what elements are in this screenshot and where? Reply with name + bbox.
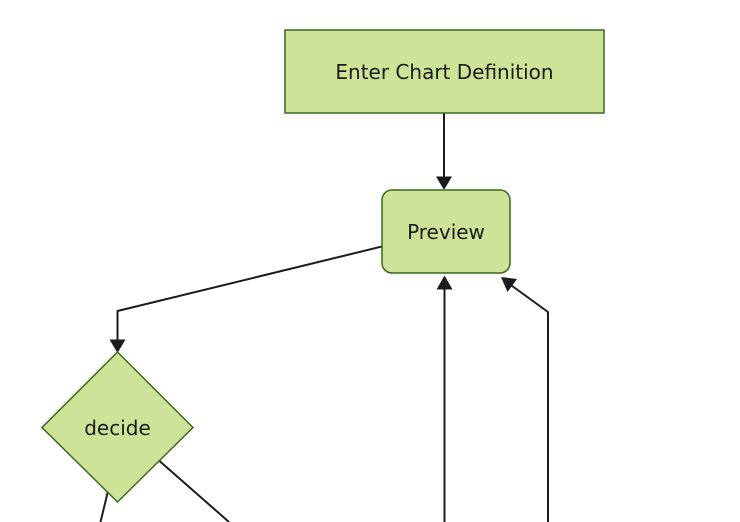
edge-arrowheads (109, 176, 517, 353)
node-label-decide: decide (84, 416, 151, 440)
edge-decide-to-offscreen-right (158, 460, 230, 522)
edge-bottomright-to-preview (510, 284, 549, 522)
arrowhead-into-preview-top (436, 176, 452, 190)
node-labels: Enter Chart Definition Preview decide (84, 60, 553, 440)
arrowhead-into-preview-bottom (436, 275, 453, 290)
arrowhead-into-preview-bottomright (501, 277, 517, 292)
node-label-preview: Preview (407, 220, 485, 244)
node-enter-chart-definition (284, 29, 605, 114)
edge-preview-to-decide (116, 245, 383, 341)
edge-lines (99, 113, 549, 522)
edge-decide-to-offscreen-left (99, 488, 110, 522)
node-label-enter-chart-definition: Enter Chart Definition (335, 60, 553, 84)
arrowhead-into-decide-top (109, 339, 126, 353)
node-decide (40, 350, 195, 504)
node-preview (381, 189, 511, 274)
node-shapes (40, 29, 605, 504)
